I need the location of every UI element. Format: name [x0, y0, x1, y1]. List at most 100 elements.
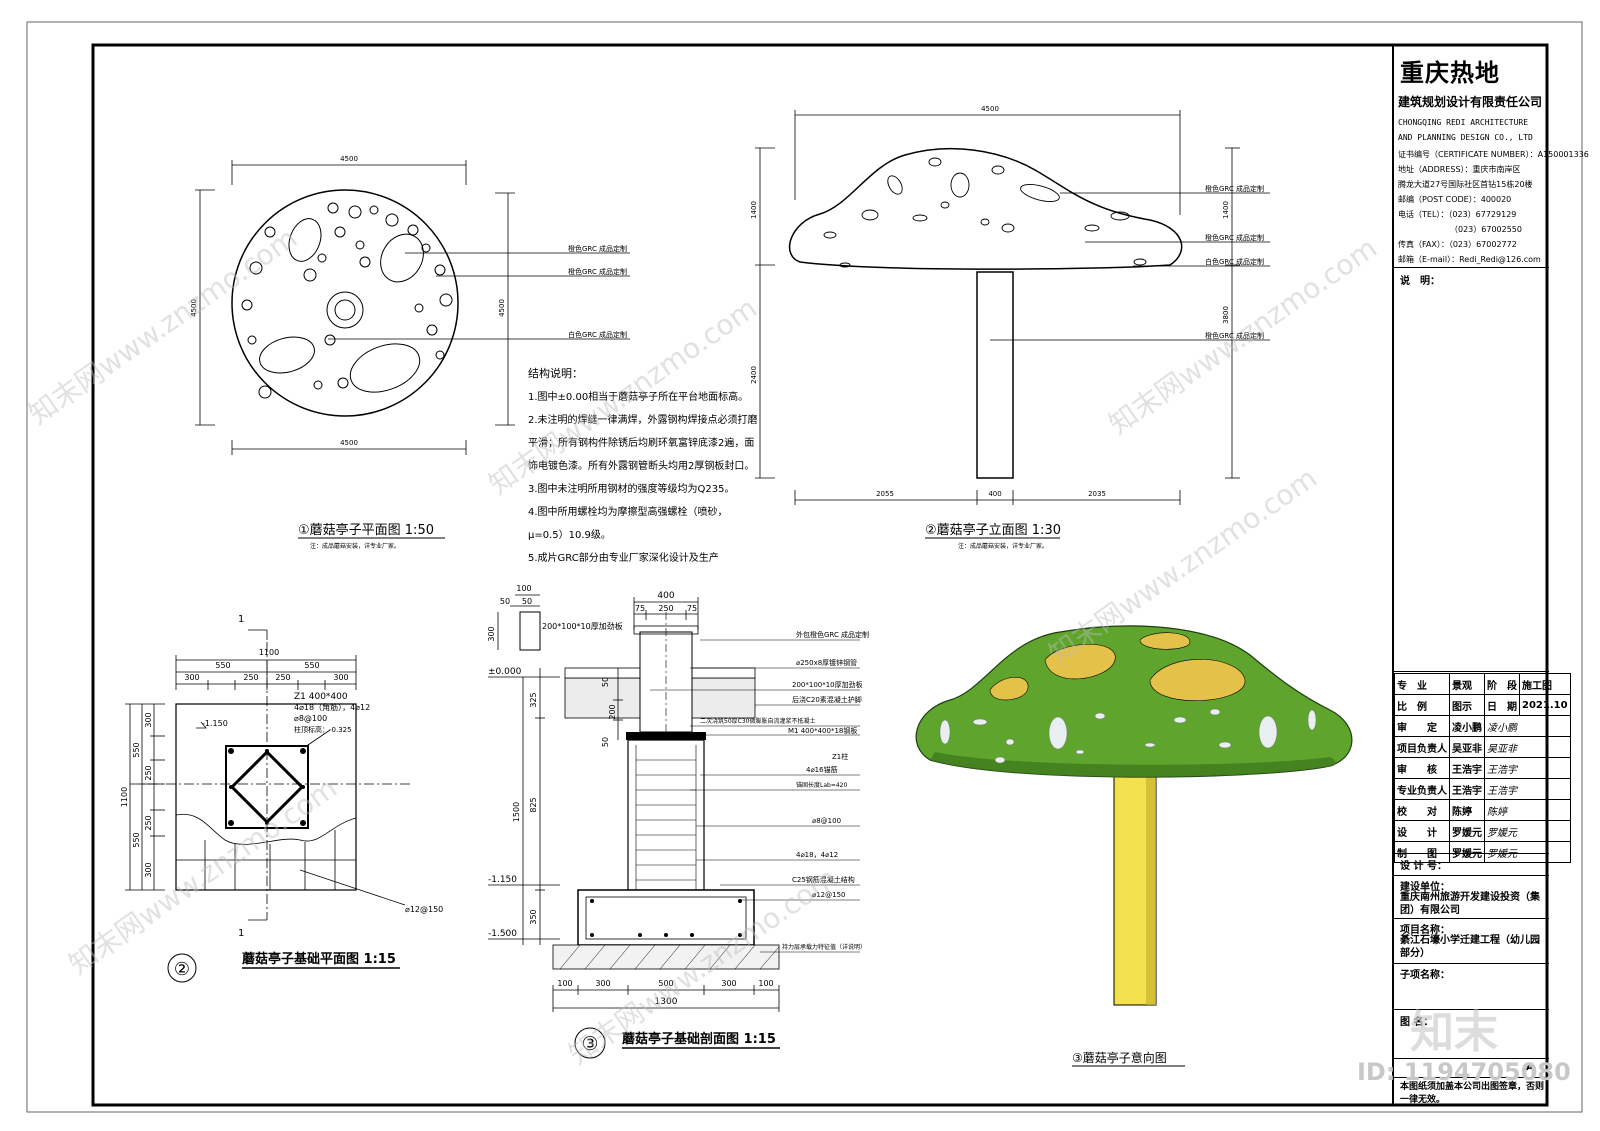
mushroom-render: ③蘑菇亭子意向图 [915, 625, 1353, 1067]
render-white-spots [939, 708, 1317, 764]
sec-dim-left-a: 50 [601, 677, 610, 687]
company-name-en: CHONGQING REDI ARCHITECTURE AND PLANNING… [1398, 118, 1533, 142]
elevation-title: ②蘑菇亭子立面图 1:30 [925, 522, 1061, 538]
elev-dim-right-upper: 1400 [1222, 201, 1230, 219]
sec-dim-bottom-c: 500 [658, 979, 673, 988]
title-block: 重庆热地 建筑规划设计有限责任公司 CHONGQING REDI ARCHITE… [1392, 45, 1589, 1105]
bearing-layer [552, 944, 780, 970]
plan-dim-top: 4500 [340, 155, 358, 163]
column-label-2: 4⌀18（角筋），4⌀12 [294, 702, 370, 712]
sec-callout-10: ⌀8@100 [812, 817, 841, 825]
notes-line-6: 4.图中所用螺栓均为摩擦型高强螺栓（喷砂， [528, 505, 728, 518]
fp-dim-left-e: 250 [144, 815, 153, 830]
stamp-note: 本图纸须加盖本公司出图签章，否则一律无效。 [1400, 1082, 1545, 1105]
elev-callout-4: 橙色GRC 成品定制 [1205, 331, 1264, 340]
fp-dim-top-d: 250 [243, 673, 258, 682]
signature: 罗媛元 [1484, 820, 1571, 842]
sec-callout-14: 持力层承载力特征值（详说明） [782, 943, 866, 951]
signature: 罗媛元 [1484, 841, 1571, 863]
foundation-plan-title: 蘑菇亭子基础平面图 1:15 [242, 951, 396, 967]
sec-dim-left-g: 350 [529, 909, 538, 924]
fp-dim-left-a: 550 [132, 742, 141, 757]
fp-dim-left-total: 1100 [120, 787, 129, 807]
sec-dim-top-total: 400 [657, 591, 674, 601]
detail-dim-b: 50 [500, 597, 510, 606]
info-address: 地址（ADDRESS）：重庆市南岸区 [1398, 165, 1521, 174]
render-title: ③蘑菇亭子意向图 [1072, 1050, 1167, 1065]
sec-callout-11: 4⌀18，4⌀12 [796, 851, 838, 859]
remark-label: 说 明： [1400, 276, 1440, 287]
sec-callout-1: 外包橙色GRC 成品定制 [796, 630, 869, 639]
fp-dim-top-total: 1100 [259, 648, 279, 657]
foundation-plan: 1 1 1100 550 550 300 250 250 300 1100 55… [120, 614, 443, 983]
outer-border [26, 21, 1583, 1113]
sec-callout-5: 二次浇筑50厚C30微膨胀自流灌浆不抵凝土 [700, 717, 815, 725]
notes-line-1: 1.图中±0.00相当于蘑菇亭子所在平台地面标高。 [528, 390, 748, 403]
section-mark-bottom: 1 [238, 928, 244, 939]
foundation-section-title: 蘑菇亭子基础剖面图 1:15 [622, 1031, 776, 1047]
column-label-1: Z1 400*400 [294, 692, 348, 702]
plan-cap-outline [231, 189, 459, 417]
info-tel-2: （023）67002550 [1398, 225, 1522, 234]
level-2: -1.500 [488, 929, 517, 939]
fp-badge: ② [174, 959, 190, 980]
sec-callout-8: 4⌀16锚筋 [806, 765, 838, 774]
sec-dim-top-b: 250 [658, 604, 673, 613]
column-label-4: 柱顶标高：-0.325 [294, 725, 352, 734]
sec-dim-bottom-a: 100 [557, 979, 572, 988]
fp-elev: -1.150 [202, 719, 228, 728]
structure-notes: 结构说明： 1.图中±0.00相当于蘑菇亭子所在平台地面标高。 2.未注明的焊缝… [528, 366, 758, 564]
notes-line-3: 平滑；所有钢构件除锈后均刷环氧富锌底漆2遍，面 [528, 436, 754, 449]
fp-dim-top-c: 300 [184, 673, 199, 682]
sec-dim-left-e: 1500 [512, 802, 521, 822]
info-postcode: 邮编（POST CODE）：400020 [1398, 195, 1512, 204]
fp-dim-left-b: 550 [132, 832, 141, 847]
signature: 陈婷 [1484, 799, 1571, 821]
client-name: 重庆南州旅游开发建设投资（集团）有限公司 [1400, 892, 1540, 916]
elevation-stem [976, 271, 1014, 479]
info-tel: 电话（TEL）：（023）67729129 [1398, 210, 1517, 219]
signature: 王浩宇 [1484, 778, 1571, 800]
elevation-view: 4500 1400 2400 1400 3800 2055 400 2035 橙… [750, 105, 1270, 550]
plan-title: ①蘑菇亭子平面图 1:50 [298, 522, 434, 538]
plan-dim-bottom: 4500 [340, 439, 358, 447]
fp-dim-top-b: 550 [304, 661, 319, 670]
elev-dim-b3: 2035 [1088, 490, 1106, 498]
project-label: 项目名称： [1400, 925, 1450, 936]
elev-dim-b1: 2055 [876, 490, 894, 498]
plan-dim-right: 4500 [498, 299, 506, 317]
sec-callout-7: Z1柱 [832, 752, 848, 761]
info-email: 邮箱（E-mail）：Redi_Redi@126.com [1398, 255, 1541, 264]
plan-holes [241, 202, 453, 399]
sec-dim-left-c: 200 [608, 704, 617, 719]
plan-dim-left: 4500 [190, 299, 198, 317]
sec-callout-4: 后浇C20素混凝土护脚 [792, 695, 862, 704]
image-id: ID: 1194705080 [1357, 1058, 1571, 1086]
info-cert: 证书编号（CERTIFICATE NUMBER）：A150001336 [1398, 150, 1589, 159]
plan-callout-3: 白色GRC 成品定制 [568, 330, 627, 339]
render-yellow-spots [989, 632, 1246, 701]
sec-callout-6: M1 400*400*18钢板 [788, 726, 857, 735]
elev-callout-2: 橙色GRC 成品定制 [1205, 233, 1264, 242]
plan-view: 4500 4500 4500 4500 橙色GRC 成品定制 橙色GRC 成品定… [190, 155, 630, 550]
signature: 凌小鹏 [1484, 715, 1571, 737]
notes-line-7: μ=0.5）10.9级。 [528, 529, 611, 541]
fp-rebar: ⌀12@150 [405, 905, 443, 914]
column-label-3: ⌀8@100 [294, 714, 327, 723]
fp-dim-top-a: 550 [215, 661, 230, 670]
sec-callout-13: ⌀12@150 [812, 891, 845, 899]
sec-dim-bottom-e: 100 [758, 979, 773, 988]
sec-dim-top-a: 75 [635, 604, 645, 613]
sec-callout-2: ⌀250x8厚镀锌钢管 [796, 658, 857, 667]
sec-dim-bottom-total: 1300 [655, 997, 678, 1007]
fp-dim-left-c: 300 [144, 712, 153, 727]
notes-heading: 结构说明： [528, 366, 583, 380]
signature: 王浩宇 [1484, 757, 1571, 779]
elev-dim-top: 4500 [981, 105, 999, 113]
elev-dim-right-lower: 3800 [1222, 306, 1230, 324]
notes-line-4: 饰电镀色漆。所有外露钢管断头均用2厚钢板封口。 [528, 459, 754, 472]
company-info: 证书编号（CERTIFICATE NUMBER）：A150001336 地址（A… [1398, 147, 1589, 267]
brand-watermark: 知末 [1410, 1007, 1498, 1058]
